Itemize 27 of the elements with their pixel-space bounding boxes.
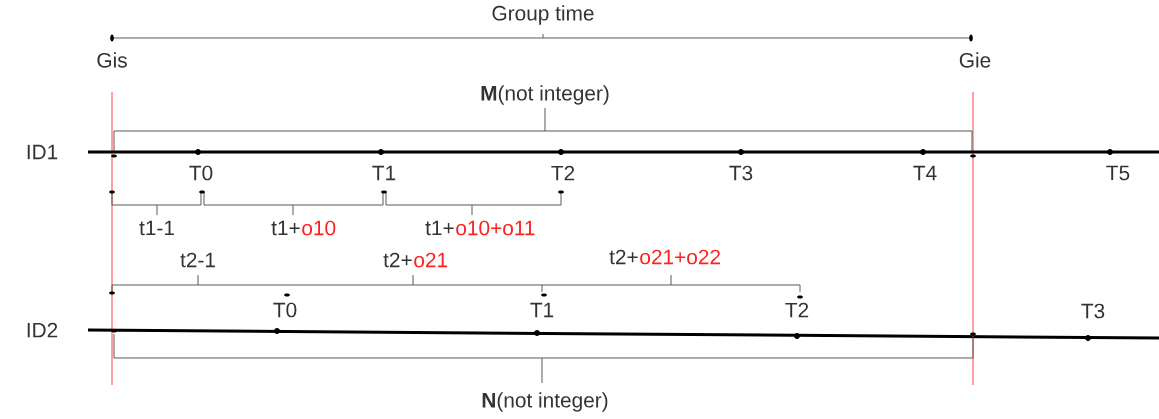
time-label: T3	[729, 165, 753, 181]
track-label: ID2	[27, 322, 58, 338]
time-label: T3	[1081, 303, 1105, 319]
time-label: o21	[414, 252, 448, 268]
time-label: t2+	[609, 249, 638, 265]
time-label: t2+	[383, 252, 412, 268]
time-label: M(not integer)	[481, 85, 609, 105]
time-label: T1	[372, 165, 396, 181]
time-label: t2-1	[180, 252, 215, 268]
time-label: t1+	[425, 220, 454, 236]
time-label: o21+o22	[640, 249, 720, 265]
time-label: N(not integer)	[482, 392, 608, 412]
time-label: o10+o11	[456, 220, 535, 236]
time-label: T2	[785, 302, 809, 318]
time-label: o10	[302, 220, 336, 236]
time-label: T4	[913, 165, 937, 181]
track-label: ID1	[27, 144, 58, 160]
time-label: t1-1	[139, 220, 174, 236]
time-label: T5	[1106, 165, 1130, 181]
time-label: Gis	[97, 52, 127, 68]
time-label: T2	[551, 165, 575, 181]
time-label: T0	[273, 302, 297, 318]
time-label: Gie	[959, 52, 991, 68]
time-label: T0	[189, 165, 213, 181]
time-label: T1	[530, 302, 554, 318]
time-label: Group time	[492, 5, 594, 25]
time-label: t1+	[271, 220, 300, 236]
